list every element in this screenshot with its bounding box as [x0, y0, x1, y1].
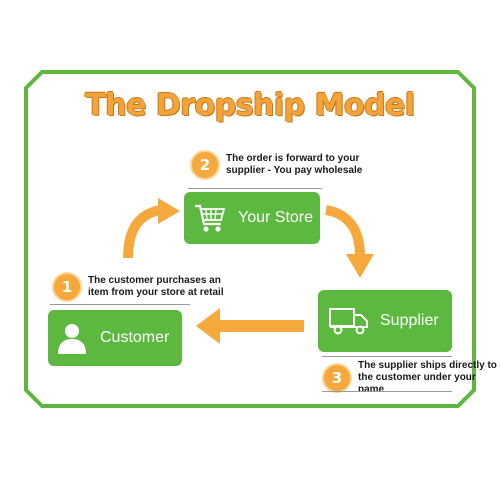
- shopping-cart-icon: [188, 202, 232, 234]
- node-customer-label: Customer: [100, 329, 170, 346]
- arrow-store-to-supplier-head: [346, 254, 374, 278]
- step-2-underline: [188, 188, 322, 189]
- step-2-text: The order is forward to your supplier - …: [226, 153, 363, 176]
- step-2: 2 The order is forward to your supplier …: [190, 150, 362, 180]
- step-3-underline: [322, 391, 452, 392]
- node-your-store: Your Store: [184, 192, 320, 244]
- step-1-badge: 1: [52, 272, 82, 302]
- node-your-store-label: Your Store: [238, 209, 314, 226]
- arrow-supplier-to-customer-head: [196, 308, 220, 344]
- node-supplier: Supplier: [318, 290, 452, 352]
- diagram-title: The Dropship Model: [85, 88, 415, 123]
- arrow-customer-to-store-head: [158, 198, 180, 224]
- delivery-truck-icon: [326, 306, 372, 336]
- step-3-text: The supplier ships directly to the custo…: [358, 360, 497, 395]
- step-3-badge: 3: [322, 363, 352, 393]
- step-1-underline: [50, 304, 190, 305]
- node-customer: Customer: [48, 310, 182, 366]
- node-supplier-label: Supplier: [380, 312, 439, 329]
- arrow-store-to-supplier: [324, 205, 365, 257]
- person-icon: [52, 321, 92, 355]
- step-1-text: The customer purchases an item from your…: [88, 275, 224, 298]
- step-3: 3 The supplier ships directly to the cus…: [322, 360, 500, 396]
- arrow-customer-to-store: [123, 205, 162, 259]
- step-2-badge: 2: [190, 150, 220, 180]
- arrow-supplier-to-customer: [218, 320, 304, 332]
- step-3-topline: [322, 356, 452, 357]
- step-1: 1 The customer purchases an item from yo…: [52, 272, 224, 302]
